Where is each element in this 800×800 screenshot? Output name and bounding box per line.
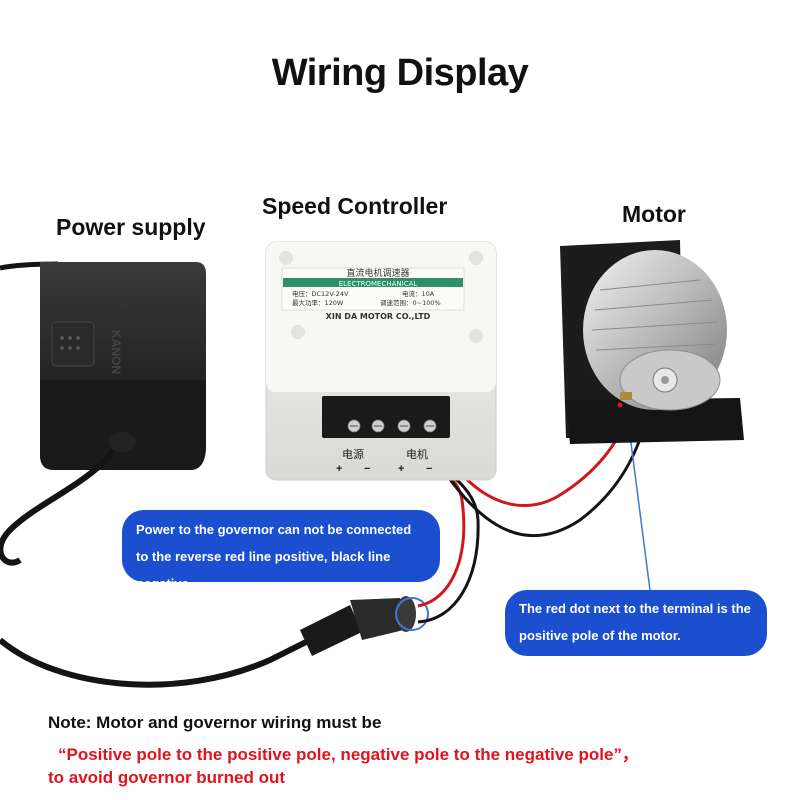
plate-brand: ELECTROMECHANICAL — [339, 280, 418, 288]
black-wire-motor — [423, 409, 650, 538]
pointer-line — [627, 419, 651, 591]
motor-polarity-line2: positive pole of the motor. — [519, 628, 681, 643]
governor-warning-line1: Power to the governor can not be connect… — [136, 522, 412, 537]
terminal-plus-2: + — [398, 463, 404, 475]
governor-warning-line2: to the reverse red line positive, black … — [136, 549, 391, 591]
page-title: Wiring Display — [271, 52, 529, 94]
governor-warning-callout: Power to the governor can not be connect… — [122, 510, 440, 591]
note-polarity-rule: “Positive pole to the positive pole, neg… — [58, 745, 639, 764]
plate-title: 直流电机调速器 — [346, 267, 409, 279]
strain-relief — [108, 432, 136, 452]
dc-cable-lower — [0, 617, 352, 688]
dc-cable-upper — [0, 438, 123, 566]
power-supply-label: Power supply — [56, 214, 206, 240]
note-heading: Note: Motor and governor wiring must be — [48, 713, 382, 732]
terminal-minus-1: − — [364, 463, 370, 475]
motor-label: Motor — [622, 201, 686, 227]
terminal-plus-1: + — [336, 463, 342, 475]
dc-motor — [560, 240, 744, 444]
terminal-power-label: 电源 — [342, 447, 364, 461]
plate-range: 调速范围：0~100% — [380, 298, 441, 307]
speed-controller-label: Speed Controller — [262, 193, 448, 219]
terminal-motor-label: 电机 — [406, 447, 428, 461]
plate-power: 最大功率：120W — [292, 298, 344, 307]
dc-barrel-connector — [300, 596, 429, 656]
motor-polarity-line1: The red dot next to the terminal is the — [519, 601, 751, 616]
speed-controller-box: 直流电机调速器 ELECTROMECHANICAL 电压：DC12V-24V 电… — [265, 241, 497, 481]
plate-voltage: 电压：DC12V-24V — [292, 289, 349, 298]
note-consequence: to avoid governor burned out — [48, 768, 286, 787]
plate-company: XIN DA MOTOR CO.,LTD — [326, 312, 431, 321]
power-supply-brick: KANON — [40, 262, 206, 470]
motor-polarity-callout: The red dot next to the terminal is the … — [505, 590, 767, 656]
brick-brand: KANON — [109, 330, 123, 374]
plate-current: 电流：10A — [402, 289, 435, 298]
terminal-minus-2: − — [426, 463, 432, 475]
